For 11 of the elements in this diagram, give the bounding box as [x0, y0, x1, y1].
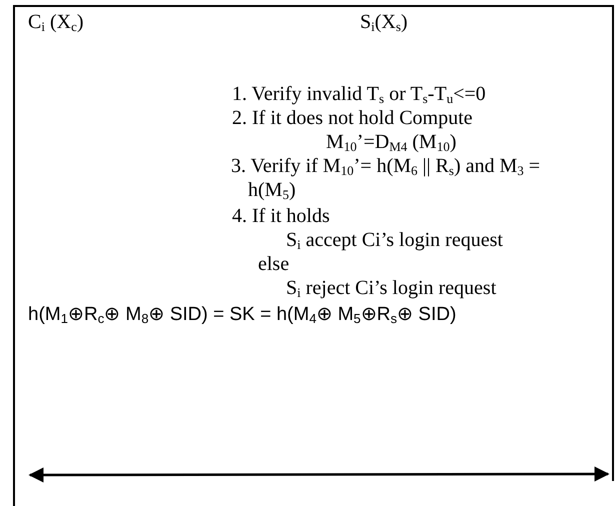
step-text: 2. If it does not hold Compute	[232, 106, 473, 130]
session-key-formula: h(M$_{1}$⊕R$_{c}$⊕ M$_{8}$⊕ SID) = SK = h(M$_{4}$⊕ M$_{5}$⊕R$_{s}$⊕ SID)	[28, 303, 456, 327]
client-label: C$_{i}$ (X$_{c}$)	[28, 10, 84, 34]
else-text: else	[258, 252, 290, 276]
step-text: 3. Verify if M$_{10}$’= h(M$_{6}$ || R$_{s}$) and M$_{3}$ = h(M$_{5}$)	[231, 154, 542, 202]
step-text: 1. Verify invalid T$_{s}$ or T$_{s}$-T$_{u}$<=0	[232, 82, 486, 106]
server-label: S$_{i}$(X$_{s}$)	[360, 10, 408, 34]
result-text: S$_{i}$ accept Ci’s login request	[286, 228, 503, 252]
result-text: S$_{i}$ reject Ci’s login request	[286, 276, 496, 300]
step-text: 4. If it holds	[232, 204, 330, 228]
formula-text: M$_{10}$’=D$_{M4}$ (M$_{10}$)	[326, 130, 456, 154]
